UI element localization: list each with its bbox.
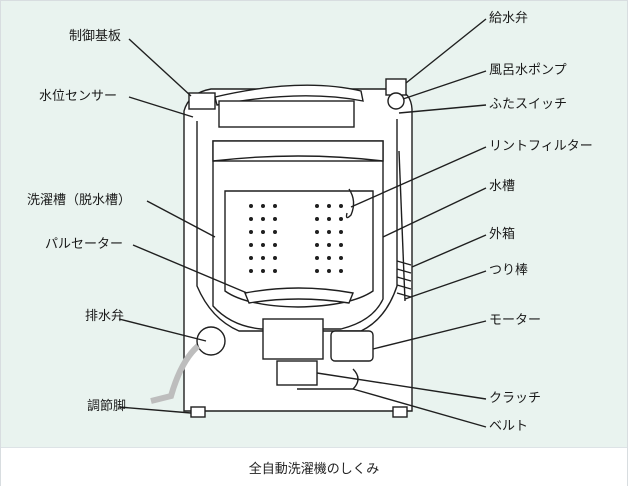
label-control-board: 制御基板 <box>69 29 122 44</box>
label-adjust-foot: 調節脚 <box>87 399 127 414</box>
caption-bar: 全自動洗濯機のしくみ <box>1 447 627 486</box>
control-board-shape <box>188 92 216 110</box>
drain-hose <box>150 343 201 404</box>
pulsator-shape <box>244 287 354 304</box>
suspension-rod-shape <box>398 150 406 302</box>
bath-pump-shape <box>387 92 405 110</box>
label-drain-valve: 排水弁 <box>85 309 125 324</box>
label-water-tub: 水槽 <box>489 179 516 194</box>
adjust-foot-shape <box>190 406 206 418</box>
lint-filter-shape <box>345 188 355 219</box>
washing-machine-diagram <box>118 18 487 428</box>
label-suspension-rod: つり棒 <box>489 263 529 278</box>
label-lid-switch: ふたスイッチ <box>489 97 568 112</box>
top-panel <box>218 100 355 128</box>
label-motor: モーター <box>489 313 542 328</box>
label-wash-tub: 洗濯槽（脱水槽） <box>27 193 132 208</box>
tub-rim <box>212 140 384 162</box>
water-tub-shape <box>196 119 398 332</box>
label-belt: ベルト <box>489 419 529 434</box>
figure-caption: 全自動洗濯機のしくみ <box>248 462 380 477</box>
label-lint-filter: リントフィルター <box>489 139 593 154</box>
label-pulsator: パルセーター <box>45 237 124 252</box>
label-bath-pump: 風呂水ポンプ <box>489 63 567 78</box>
motor-shape <box>330 330 374 362</box>
label-outer-box: 外箱 <box>489 227 516 242</box>
drive-housing <box>262 318 324 360</box>
label-clutch: クラッチ <box>489 391 542 406</box>
lid-shape <box>214 84 364 106</box>
clutch-shape <box>276 360 318 386</box>
label-water-supply-valve: 給水弁 <box>489 11 529 26</box>
label-water-level-sensor: 水位センサー <box>39 89 118 104</box>
drain-valve-shape <box>196 326 226 356</box>
right-foot-shape <box>392 406 408 418</box>
